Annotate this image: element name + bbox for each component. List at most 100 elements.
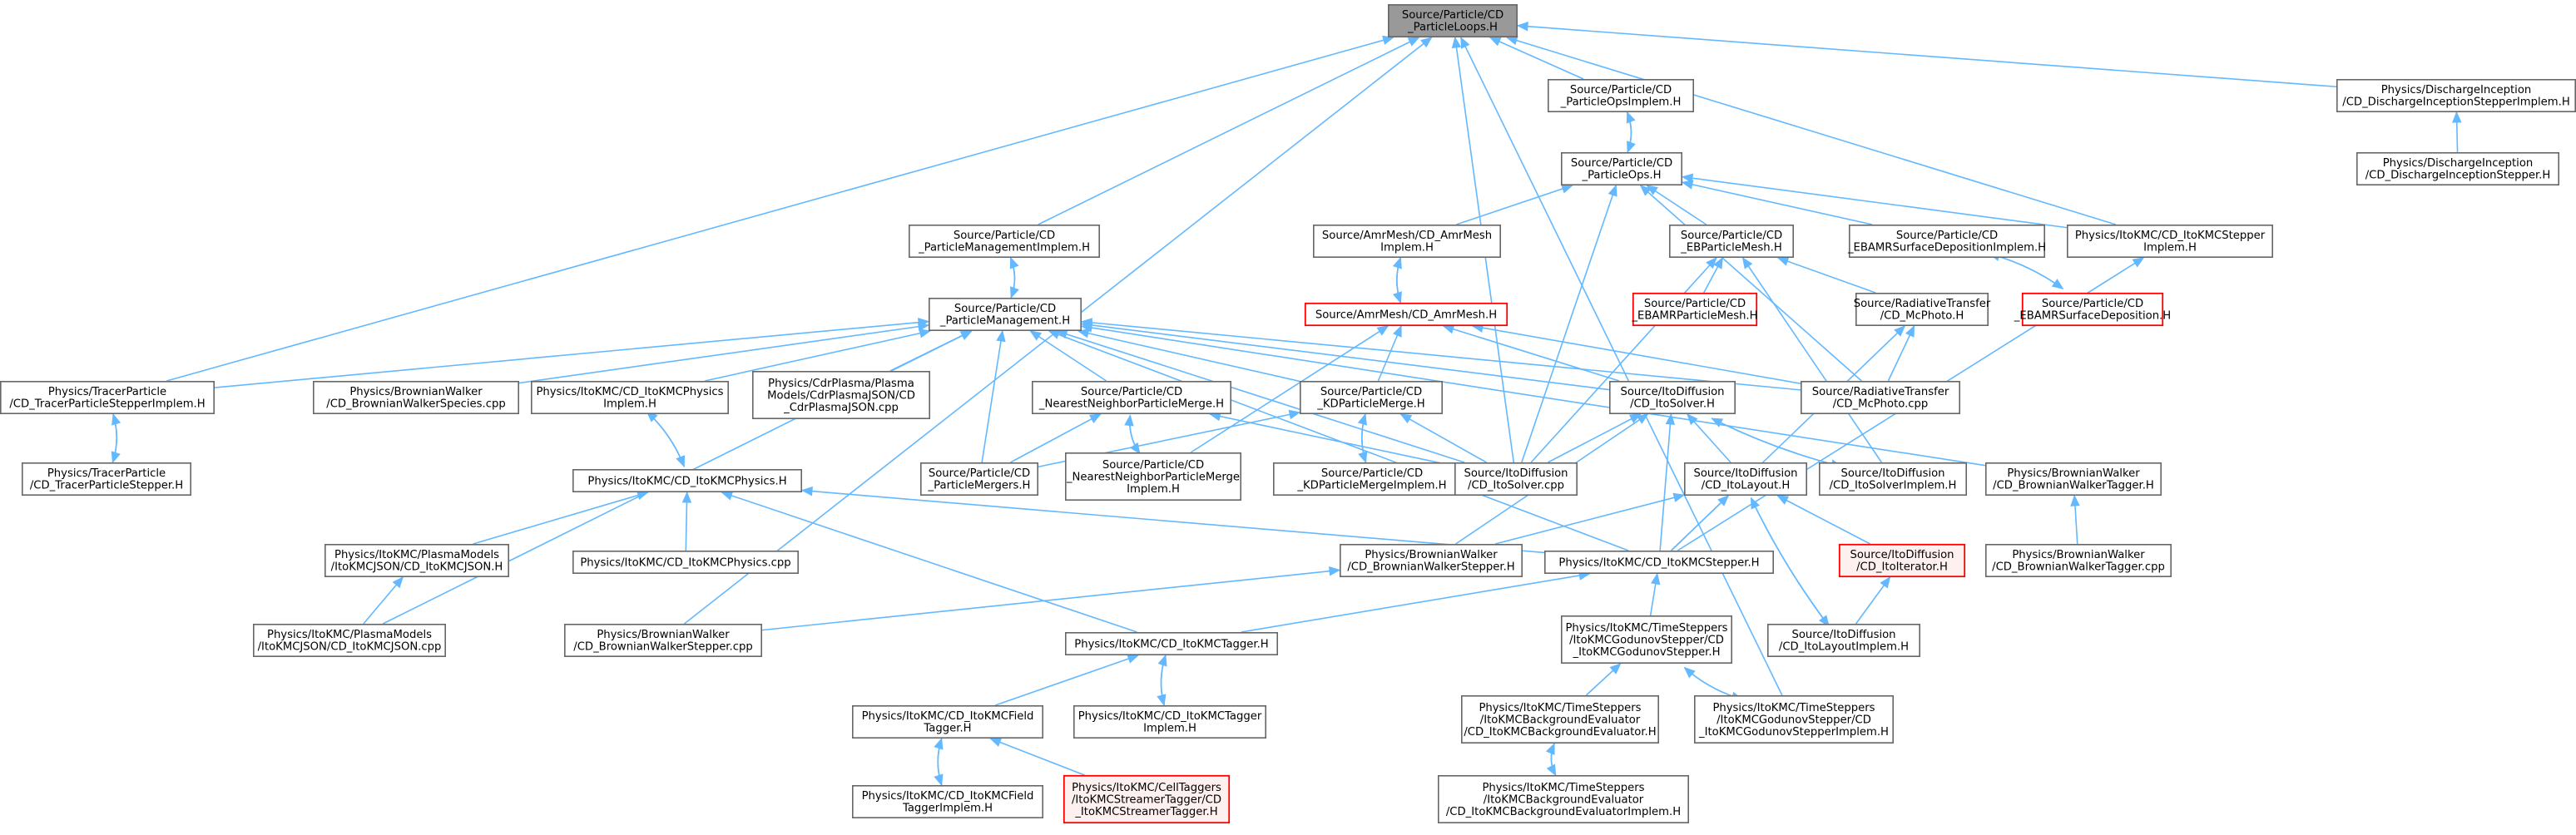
node-label-line: /CD_ItoKMCBackgroundEvaluatorImplem.H <box>1446 806 1681 818</box>
node-label-line: _NearestNeighborParticleMerge <box>1066 471 1240 483</box>
include-edge <box>1546 743 1557 777</box>
node-label-line: _ItoKMCGodunovStepperImplem.H <box>1698 726 1889 739</box>
arrowhead <box>1516 22 1528 32</box>
file-node-nnmerge[interactable]: Source/Particle/CD_NearestNeighborPartic… <box>1032 380 1232 414</box>
arrowhead <box>1080 323 1093 333</box>
include-edge <box>1703 256 1723 294</box>
file-node-godunov[interactable]: Physics/ItoKMC/TimeSteppers/ItoKMCGoduno… <box>1561 615 1733 664</box>
arrowhead <box>1608 184 1617 197</box>
file-node-ebamrsurf[interactable]: Source/Particle/CD_EBAMRSurfaceDepositio… <box>2014 292 2171 327</box>
arrowhead <box>1010 286 1019 299</box>
node-label-line: Source/Particle/CD <box>1402 9 1503 22</box>
node-label-line: Source/AmrMesh/CD_AmrMesh <box>1322 230 1492 242</box>
node-label-line: /CD_TracerParticleStepperImplem.H <box>9 398 205 411</box>
node-box <box>1767 623 1921 657</box>
file-node-nnmergeimpl[interactable]: Source/Particle/CD_NearestNeighborPartic… <box>1065 452 1242 501</box>
file-node-fieldtaggerimpl[interactable]: Physics/ItoKMC/CD_ItoKMCFieldTaggerImple… <box>852 784 1044 818</box>
file-node-bwstepcpp[interactable]: Physics/BrownianWalker/CD_BrownianWalker… <box>563 623 762 657</box>
include-edge <box>800 486 1545 554</box>
node-box <box>21 462 191 496</box>
file-node-dis_impl[interactable]: Physics/DischargeInception/CD_DischargeI… <box>2336 79 2576 113</box>
file-node-itoiter[interactable]: Source/ItoDiffusion/CD_ItoIterator.H <box>1838 543 1966 578</box>
node-label-line: Physics/BrownianWalker <box>1365 549 1498 561</box>
file-node-physcpp[interactable]: Physics/ItoKMC/CD_ItoKMCPhysics.cpp <box>572 550 799 574</box>
file-node-pmjson[interactable]: Physics/ItoKMC/PlasmaModels/ItoKMCJSON/C… <box>324 543 509 577</box>
node-box <box>1561 615 1733 664</box>
file-node-bwtagger[interactable]: Physics/BrownianWalker/CD_BrownianWalker… <box>1985 462 2162 496</box>
file-node-itosolverimpl[interactable]: Source/ItoDiffusion/CD_ItoSolverImplem.H <box>1819 462 1968 496</box>
file-node-itosolver[interactable]: Source/ItoDiffusion/CD_ItoSolver.H <box>1609 380 1736 414</box>
node-label-line: Physics/ItoKMC/PlasmaModels <box>334 549 499 561</box>
node-label-line: Source/RadiativeTransfer <box>1854 298 1991 310</box>
file-node-itosolvercpp[interactable]: Source/ItoDiffusion/CD_ItoSolver.cpp <box>1454 462 1578 496</box>
arrowhead <box>1636 413 1649 424</box>
file-node-tracerimpl[interactable]: Physics/TracerParticle/CD_TracerParticle… <box>0 380 215 414</box>
file-node-mergers[interactable]: Source/Particle/CD_ParticleMergers.H <box>920 462 1039 496</box>
node-label-line: _ParticleLoops.H <box>1407 22 1498 34</box>
node-box <box>1313 224 1502 258</box>
file-node-physics[interactable]: Physics/ItoKMC/CD_ItoKMCPhysics.H <box>572 468 802 492</box>
file-node-bwtaggercpp[interactable]: Physics/BrownianWalker/CD_BrownianWalker… <box>1985 543 2172 577</box>
file-node-itolayout[interactable]: Source/ItoDiffusion/CD_ItoLayout.H <box>1684 462 1808 496</box>
arrowhead <box>1376 325 1390 336</box>
node-box <box>1985 462 2162 496</box>
file-node-bgevalimpl[interactable]: Physics/ItoKMC/TimeSteppers/ItoKMCBackgr… <box>1438 774 1690 823</box>
node-box <box>1849 224 2046 258</box>
node-label-line: /CD_TracerParticleStepper.H <box>30 480 183 492</box>
file-node-tracer[interactable]: Physics/TracerParticle/CD_TracerParticle… <box>21 462 191 496</box>
arrowhead <box>1741 256 1753 269</box>
node-label-line: Source/Particle/CD <box>1681 230 1782 242</box>
node-label-line: Source/RadiativeTransfer <box>1812 386 1949 398</box>
file-node-amrmesh[interactable]: Source/AmrMesh/CD_AmrMesh.H <box>1304 302 1508 327</box>
file-node-mgmt[interactable]: Source/Particle/CD_ParticleManagement.H <box>929 297 1082 331</box>
file-node-mgmtimpl[interactable]: Source/Particle/CD_ParticleManagementImp… <box>909 224 1101 258</box>
file-node-mcphotocpp[interactable]: Source/RadiativeTransfer/CD_McPhoto.cpp <box>1801 380 1961 414</box>
file-node-dis[interactable]: Physics/DischargeInception/CD_DischargeI… <box>2356 152 2560 186</box>
file-node-cdrjson[interactable]: Physics/CdrPlasma/PlasmaModels/CdrPlasma… <box>751 370 930 419</box>
file-node-kdmerge[interactable]: Source/Particle/CD_KDParticleMerge.H <box>1300 380 1444 414</box>
include-edge <box>1080 323 1986 467</box>
file-node-godunovimpl[interactable]: Physics/ItoKMC/TimeSteppers/ItoKMCGoduno… <box>1694 694 1895 744</box>
file-node-bwstepper[interactable]: Physics/BrownianWalker/CD_BrownianWalker… <box>1340 543 1523 577</box>
file-node-opsimpl[interactable]: Source/Particle/CD_ParticleOpsImplem.H <box>1548 79 1695 113</box>
node-label-line: Source/Particle/CD <box>954 303 1056 315</box>
file-node-tagger[interactable]: Physics/ItoKMC/CD_ItoKMCTagger.H <box>1065 631 1279 655</box>
include-edge <box>934 738 944 787</box>
node-box <box>1063 774 1231 824</box>
file-node-streamer[interactable]: Physics/ItoKMC/CellTaggers/ItoKMCStreame… <box>1063 774 1231 824</box>
node-label-line: _NearestNeighborParticleMerge.H <box>1038 398 1224 411</box>
file-node-itolayoutimpl[interactable]: Source/ItoDiffusion/CD_ItoLayoutImplem.H <box>1767 623 1921 657</box>
file-node-itokmcstepper[interactable]: Physics/ItoKMC/CD_ItoKMCStepper.H <box>1544 550 1775 574</box>
file-node-bgeval[interactable]: Physics/ItoKMC/TimeSteppers/ItoKMCBackgr… <box>1461 694 1660 744</box>
node-box <box>1855 292 1989 326</box>
node-box <box>1684 462 1808 496</box>
node-label-line: Source/Particle/CD <box>1570 84 1672 96</box>
file-node-bwspecies[interactable]: Physics/BrownianWalker/CD_BrownianWalker… <box>312 380 519 414</box>
arrowhead <box>1706 257 1717 269</box>
arrowhead <box>676 455 686 468</box>
node-box <box>530 380 729 414</box>
file-node-ops[interactable]: Source/Particle/CD_ParticleOps.H <box>1561 152 1683 186</box>
file-node-root[interactable]: Source/Particle/CD_ParticleLoops.H <box>1388 4 1518 38</box>
file-node-ebamrmesh[interactable]: Source/Particle/CD_EBAMRParticleMesh.H <box>1631 292 1758 327</box>
file-node-pmjsoncpp[interactable]: Physics/ItoKMC/PlasmaModels/ItoKMCJSON/C… <box>252 623 446 657</box>
include-edge <box>111 413 121 464</box>
node-label-line: /ItoKMCGodunovStepper/CD <box>1717 714 1871 726</box>
file-node-radmc[interactable]: Source/RadiativeTransfer/CD_McPhoto.H <box>1854 292 1991 326</box>
arrowhead <box>1451 36 1462 49</box>
arrowhead <box>1546 763 1557 777</box>
include-edge <box>1741 256 1883 463</box>
node-box <box>852 704 1044 739</box>
file-node-ebmesh[interactable]: Source/Particle/CD_EBParticleMesh.H <box>1669 224 1795 258</box>
node-box <box>1838 543 1966 578</box>
file-node-kdmergeimpl[interactable]: Source/Particle/CD_KDParticleMergeImplem… <box>1273 462 1472 496</box>
node-label-line: /CD_DischargeInceptionStepper.H <box>2365 170 2551 182</box>
file-node-ebamrsurfimpl[interactable]: Source/Particle/CD_EBAMRSurfaceDepositio… <box>1847 224 2046 258</box>
arrowhead <box>1328 566 1341 576</box>
node-box <box>1300 380 1444 414</box>
